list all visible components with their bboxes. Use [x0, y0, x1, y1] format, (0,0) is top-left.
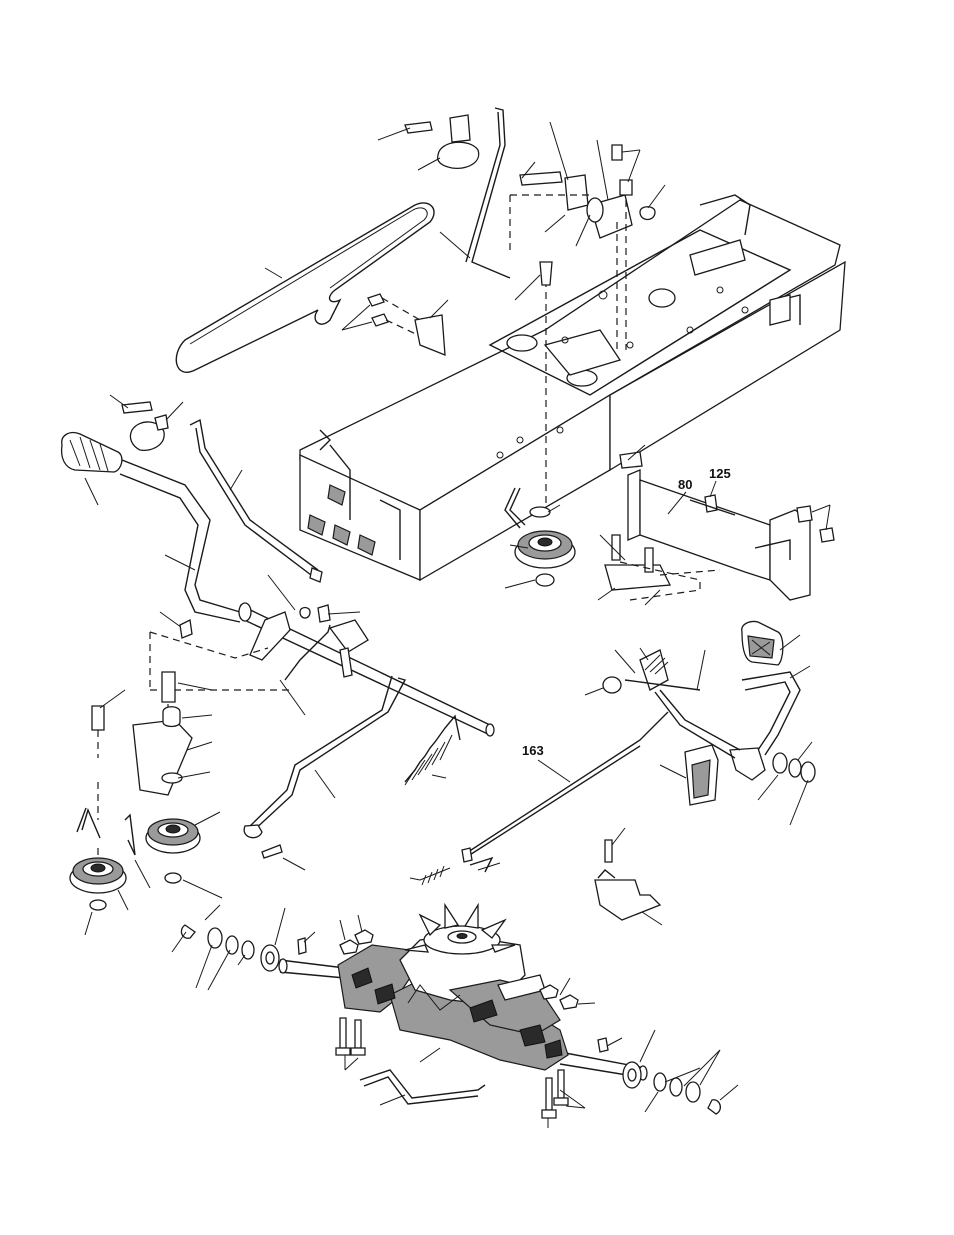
right-bracket-assembly: 80 125 — [598, 445, 834, 605]
idler-pulley-2 — [70, 848, 128, 935]
extension-spring-small — [410, 866, 450, 885]
extension-spring-center — [405, 716, 460, 785]
callout-163: 163 — [522, 743, 544, 758]
hand-grip — [62, 433, 122, 505]
transaxle — [279, 905, 647, 1080]
cross-shaft — [160, 575, 494, 736]
lower-right-bracket — [595, 828, 662, 925]
idler-bracket-left — [92, 672, 212, 820]
pedal-arm — [730, 666, 815, 825]
brake-rod-163: 163 — [462, 712, 668, 872]
idler-pulley-1 — [146, 812, 222, 898]
small-bracket — [342, 294, 448, 355]
drive-belt — [176, 203, 434, 372]
callout-125: 125 — [709, 466, 731, 481]
lift-knob — [378, 115, 479, 170]
lever-knob-left — [110, 395, 183, 450]
shift-lever-shaft — [120, 460, 240, 622]
bypass-rod — [360, 1070, 485, 1105]
callout-80: 80 — [678, 477, 692, 492]
left-axle-hardware — [172, 905, 315, 990]
shift-rod — [244, 625, 405, 870]
lift-rod — [440, 108, 510, 278]
pedal-cover — [660, 745, 718, 805]
brake-pedal-pad — [742, 621, 800, 665]
right-axle-hardware — [598, 1030, 738, 1114]
brake-linkage — [585, 648, 740, 758]
